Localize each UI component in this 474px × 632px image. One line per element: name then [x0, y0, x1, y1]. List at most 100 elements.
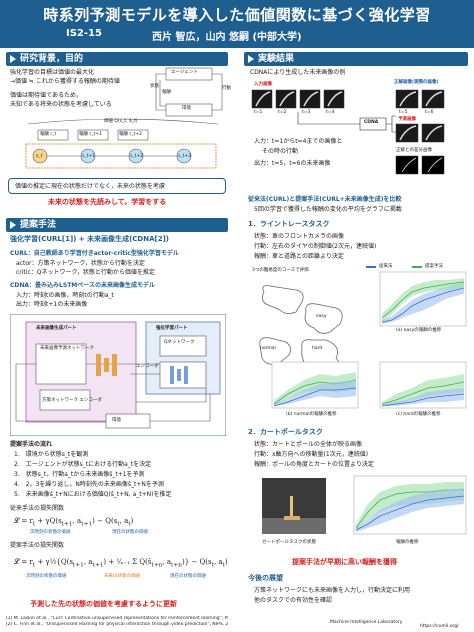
q-net-label: Qネットワーク	[164, 340, 195, 345]
curl-item-0: actor：方策ネットワーク，状態から行動を決定	[16, 260, 145, 267]
cdna-title: CDNA：畳み込みLSTMベースの未来画像生成モデル	[10, 282, 155, 289]
loss-old-title: 従来手法の損失関数	[10, 505, 65, 512]
input-time-1: t=2	[278, 110, 287, 115]
loss-old-formula: 𝓛 = rt + γQ(st+1, at+1) − Q(st, at)	[14, 517, 134, 528]
state-node-1: s_t+1	[82, 154, 95, 159]
plot-hard	[379, 361, 467, 409]
encoder-label: エンコーダ	[136, 364, 159, 369]
cdna-bullet-1: その時の行動	[262, 148, 299, 155]
plot-caption-easy: (a) easyの報酬の推移	[396, 328, 442, 333]
results-conclusion: 提案手法が早期に高い報酬を獲得	[292, 558, 397, 566]
bg-line-2: →価値 ≒ これから獲得する報酬の期待値	[10, 78, 120, 85]
loss-old-label-0: 次時刻の状態の価値	[30, 530, 71, 535]
loss-new-title: 提案手法の損失関数	[10, 542, 65, 549]
footer-url: https://cumil.org/	[420, 624, 459, 629]
output-time-0: t=5	[399, 110, 408, 115]
cdna-intro: CDNAにより生成した未来画像の例	[250, 69, 346, 76]
gt-label: 正解画像(実際の画像)	[394, 80, 439, 85]
bg-line-3: 価値は期待値であるため，	[10, 92, 82, 99]
triangle-icon	[10, 55, 16, 63]
state-label: 状態	[150, 84, 159, 89]
footer-lab: Machine Intelligence Laboratory	[330, 620, 403, 625]
triangle-icon	[248, 55, 254, 63]
method-subtitle: 強化学習(CURL[1]) + 未来画像生成(CDNA[2])	[10, 235, 169, 243]
flow-step-1: 2. エージェントが状態s_tにおける行動a_tを決定	[14, 461, 152, 468]
course-shapes	[259, 285, 343, 373]
loss-new-label-1: 未来の状態の価値	[104, 574, 140, 579]
curl-item-1: critic：Qネットワーク，状態と行動から価値を推定	[16, 269, 155, 276]
bg-conclusion: 未来の状態を先読みして，学習をする	[48, 198, 167, 206]
course-label-easy: easy	[316, 314, 327, 319]
triangle-icon	[10, 221, 16, 229]
reward-node-0: 報酬 r_t	[40, 132, 57, 137]
method-conclusion: 予測した先の状態の価値を考慮するように更新	[30, 600, 177, 608]
compare-note: 5回の学習で獲得した報酬の変化の平均をグラフに掲載	[254, 206, 402, 213]
plot-normal	[271, 361, 359, 409]
input-label: 入力画像	[254, 82, 272, 87]
future-item-0: 方策ネットワークにも未来画像を入力し，行動決定に利用	[254, 587, 411, 594]
course-label-normal: normal	[260, 346, 276, 351]
loss-new-formula: 𝓛 = rt + γ½{Q(st+1, at+1) + ¹⁄ₙ₋₁ Σ Q(ŝt…	[14, 558, 228, 569]
reward-label: 報酬	[162, 90, 171, 95]
output-time-1: t=6	[425, 110, 434, 115]
task1-title: 1．ライントレースタスク	[248, 220, 330, 228]
diff-label: 正解との差分画像	[396, 148, 432, 153]
bg-line-4: 未知である将来の状態を考慮している	[10, 101, 112, 108]
cdna-item-0: 入力：時刻tの画像，時刻tの行動a_t	[16, 292, 114, 299]
loss-new-label-0: 次時刻の状態の価値	[26, 574, 67, 579]
legend-new-swatch	[412, 266, 422, 268]
value-chain-diagram	[25, 118, 219, 169]
state-node-0: s_t	[36, 154, 43, 159]
agent-label: エージェント	[171, 70, 198, 75]
input-time-3: t=4	[326, 110, 335, 115]
plot-cartpole	[353, 475, 467, 535]
agent-env-diagram	[155, 67, 223, 117]
section-head-background: 研究背景，目的	[6, 52, 228, 66]
gen-part-label: 未来画像生成パート	[36, 326, 77, 331]
value-label: 価値 Q(s_t, a_t)	[104, 119, 138, 124]
poster-id: IS2-15	[66, 28, 102, 39]
plot-caption-normal: (b) normalの報酬の推移	[286, 412, 337, 417]
task2-title: 2．カートポールタスク	[248, 428, 323, 436]
policy-encoder-label: 方策ネットワーク エンコーダ	[42, 398, 102, 403]
flow-step-3: 4. 2，3を繰り返し，N時刻先の未来画像ŝ_t+Nを予測	[14, 481, 164, 488]
legend-new-label: 提案手法	[425, 264, 443, 269]
pred-label: 予測画像	[398, 117, 416, 122]
bg-line-1: 強化学習の目標は価値の最大化	[10, 69, 95, 76]
state-node-3: s_t+3	[178, 154, 191, 159]
section-head-results: 実験結果	[244, 52, 468, 66]
input-time-2: t=3	[302, 110, 311, 115]
cdna-bullet-2: 出力：t=5，t=6の未来画像	[254, 160, 331, 167]
flow-step-4: 5. 未来画像ŝ_t+Nにおける価値Q(ŝ_t+N, a_t+N)を推定	[14, 491, 172, 498]
flow-step-0: 1. 環境から状態s_tを観測	[14, 451, 89, 458]
cdna-box-label: CDNA	[364, 120, 379, 125]
ref-0: [1] M. Laskin et al., "Curl: Contrastive…	[6, 616, 228, 621]
section-head-method: 提案手法	[6, 218, 228, 232]
task2-item-2: 報酬：ポールの角度とカートの位置より決定	[254, 461, 374, 468]
cdna-item-1: 出力：時刻t+1の未来画像	[16, 301, 88, 308]
callout-box: 価値の推定に現在の状態だけでなく，未来の状態を考慮	[8, 178, 226, 194]
poster-authors: 西片 智広，山内 悠嗣 (中部大学)	[152, 32, 302, 43]
task2-state-caption: カートポールタスクの状態	[262, 540, 316, 545]
flow-title: 提案手法の流れ	[10, 441, 53, 448]
loss-new-label-2: 現在の状態の価値	[170, 574, 206, 579]
rl-part-label: 強化学習パート	[156, 326, 188, 331]
course-label-hard: hard	[312, 346, 323, 351]
plot-easy	[379, 271, 467, 327]
task2-item-0: 状態：カートとポールの全体が映る画像	[254, 441, 363, 448]
cartpole-image	[262, 478, 326, 534]
reward-node-2: 報酬 r_t+2	[119, 132, 142, 137]
cdna-example-figure	[251, 89, 445, 175]
future-net-label: 未来画像予測ネットワーク	[40, 346, 94, 351]
env-label: 環境	[182, 106, 191, 111]
curl-title: CURL：自己教師あり学習付きactor-critic型強化学習モデル	[10, 250, 179, 257]
legend-old-label: 従来法	[379, 264, 393, 269]
input-time-0: t=1	[254, 110, 263, 115]
task1-item-2: 報酬：車と道路との距離より決定	[254, 253, 344, 260]
title-bar: 時系列予測モデルを導入した価値関数に基づく強化学習 IS2-15 西片 智広，山…	[0, 0, 474, 48]
task1-courses: 3つの難易度のコースで評価	[252, 268, 309, 273]
cdna-bullet-0: 入力：t=1からt=4までの画像と	[254, 138, 343, 145]
task1-item-1: 行動：左右のタイヤの制御値(2次元，連続値)	[254, 243, 377, 250]
future-title: 今後の展望	[248, 574, 283, 582]
task1-item-0: 状態：車のフロントカメラの画像	[254, 233, 345, 240]
